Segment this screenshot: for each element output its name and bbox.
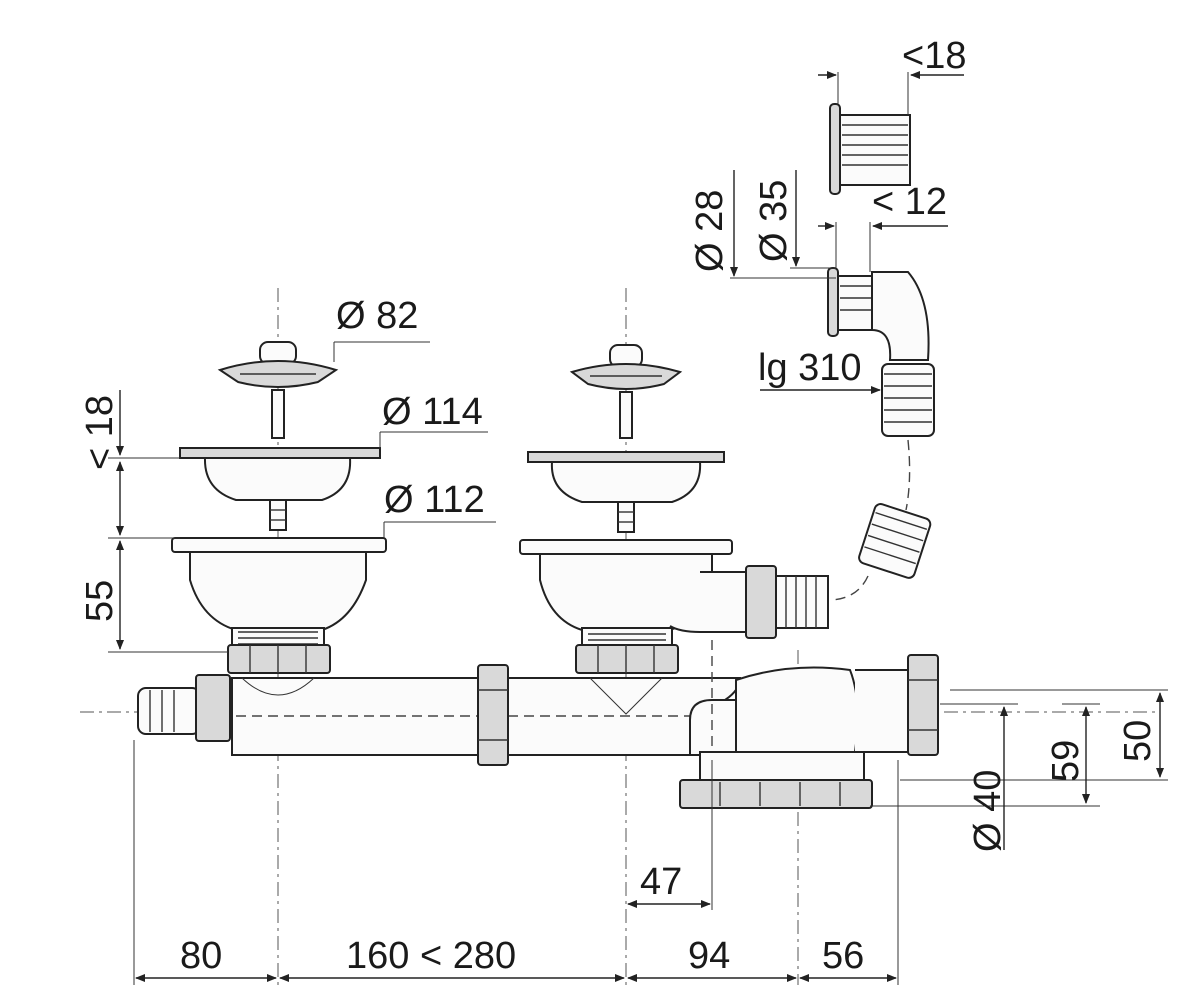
- dim-height-59: 59: [1045, 740, 1087, 782]
- dim-basket-diameter: Ø 114: [382, 391, 483, 433]
- dim-base-160: 160 < 280: [346, 935, 516, 977]
- dim-base-94: 94: [688, 935, 730, 977]
- dim-stopper-height: < 18: [79, 395, 121, 470]
- left-strainer-assembly: [171, 341, 387, 674]
- dim-offset-47: 47: [640, 861, 682, 903]
- right-basket: [527, 451, 725, 533]
- overflow-elbow: [827, 267, 930, 361]
- dim-overflow-d35: Ø 35: [753, 180, 795, 262]
- overflow-hose: [831, 363, 935, 601]
- dim-overflow-top: <18: [902, 35, 966, 77]
- right-strainer-assembly: [519, 344, 829, 674]
- dimension-lines: [108, 71, 1168, 985]
- dim-hose-length: lg 310: [758, 347, 862, 389]
- dim-overflow-mid: < 12: [872, 181, 947, 223]
- dim-height-50: 50: [1117, 720, 1159, 762]
- dim-overflow-d28: Ø 28: [689, 190, 731, 272]
- dim-body-diameter: Ø 112: [384, 479, 485, 521]
- right-stopper: [569, 344, 683, 439]
- dim-basket-height: 55: [79, 580, 121, 622]
- dim-base-80: 80: [180, 935, 222, 977]
- overflow-rose: [829, 103, 911, 195]
- left-basket: [179, 447, 381, 531]
- dimension-labels: Ø 82 Ø 114 Ø 112 < 18 55 <18 < 12 Ø 28 Ø…: [79, 35, 1159, 977]
- right-body: [519, 539, 829, 674]
- left-body: [171, 537, 387, 674]
- bottle-trap: [679, 654, 939, 809]
- left-stopper: [217, 341, 339, 439]
- dim-stopper-diameter: Ø 82: [336, 295, 418, 337]
- dim-outlet-diameter: Ø 40: [967, 770, 1009, 852]
- dim-base-56: 56: [822, 935, 864, 977]
